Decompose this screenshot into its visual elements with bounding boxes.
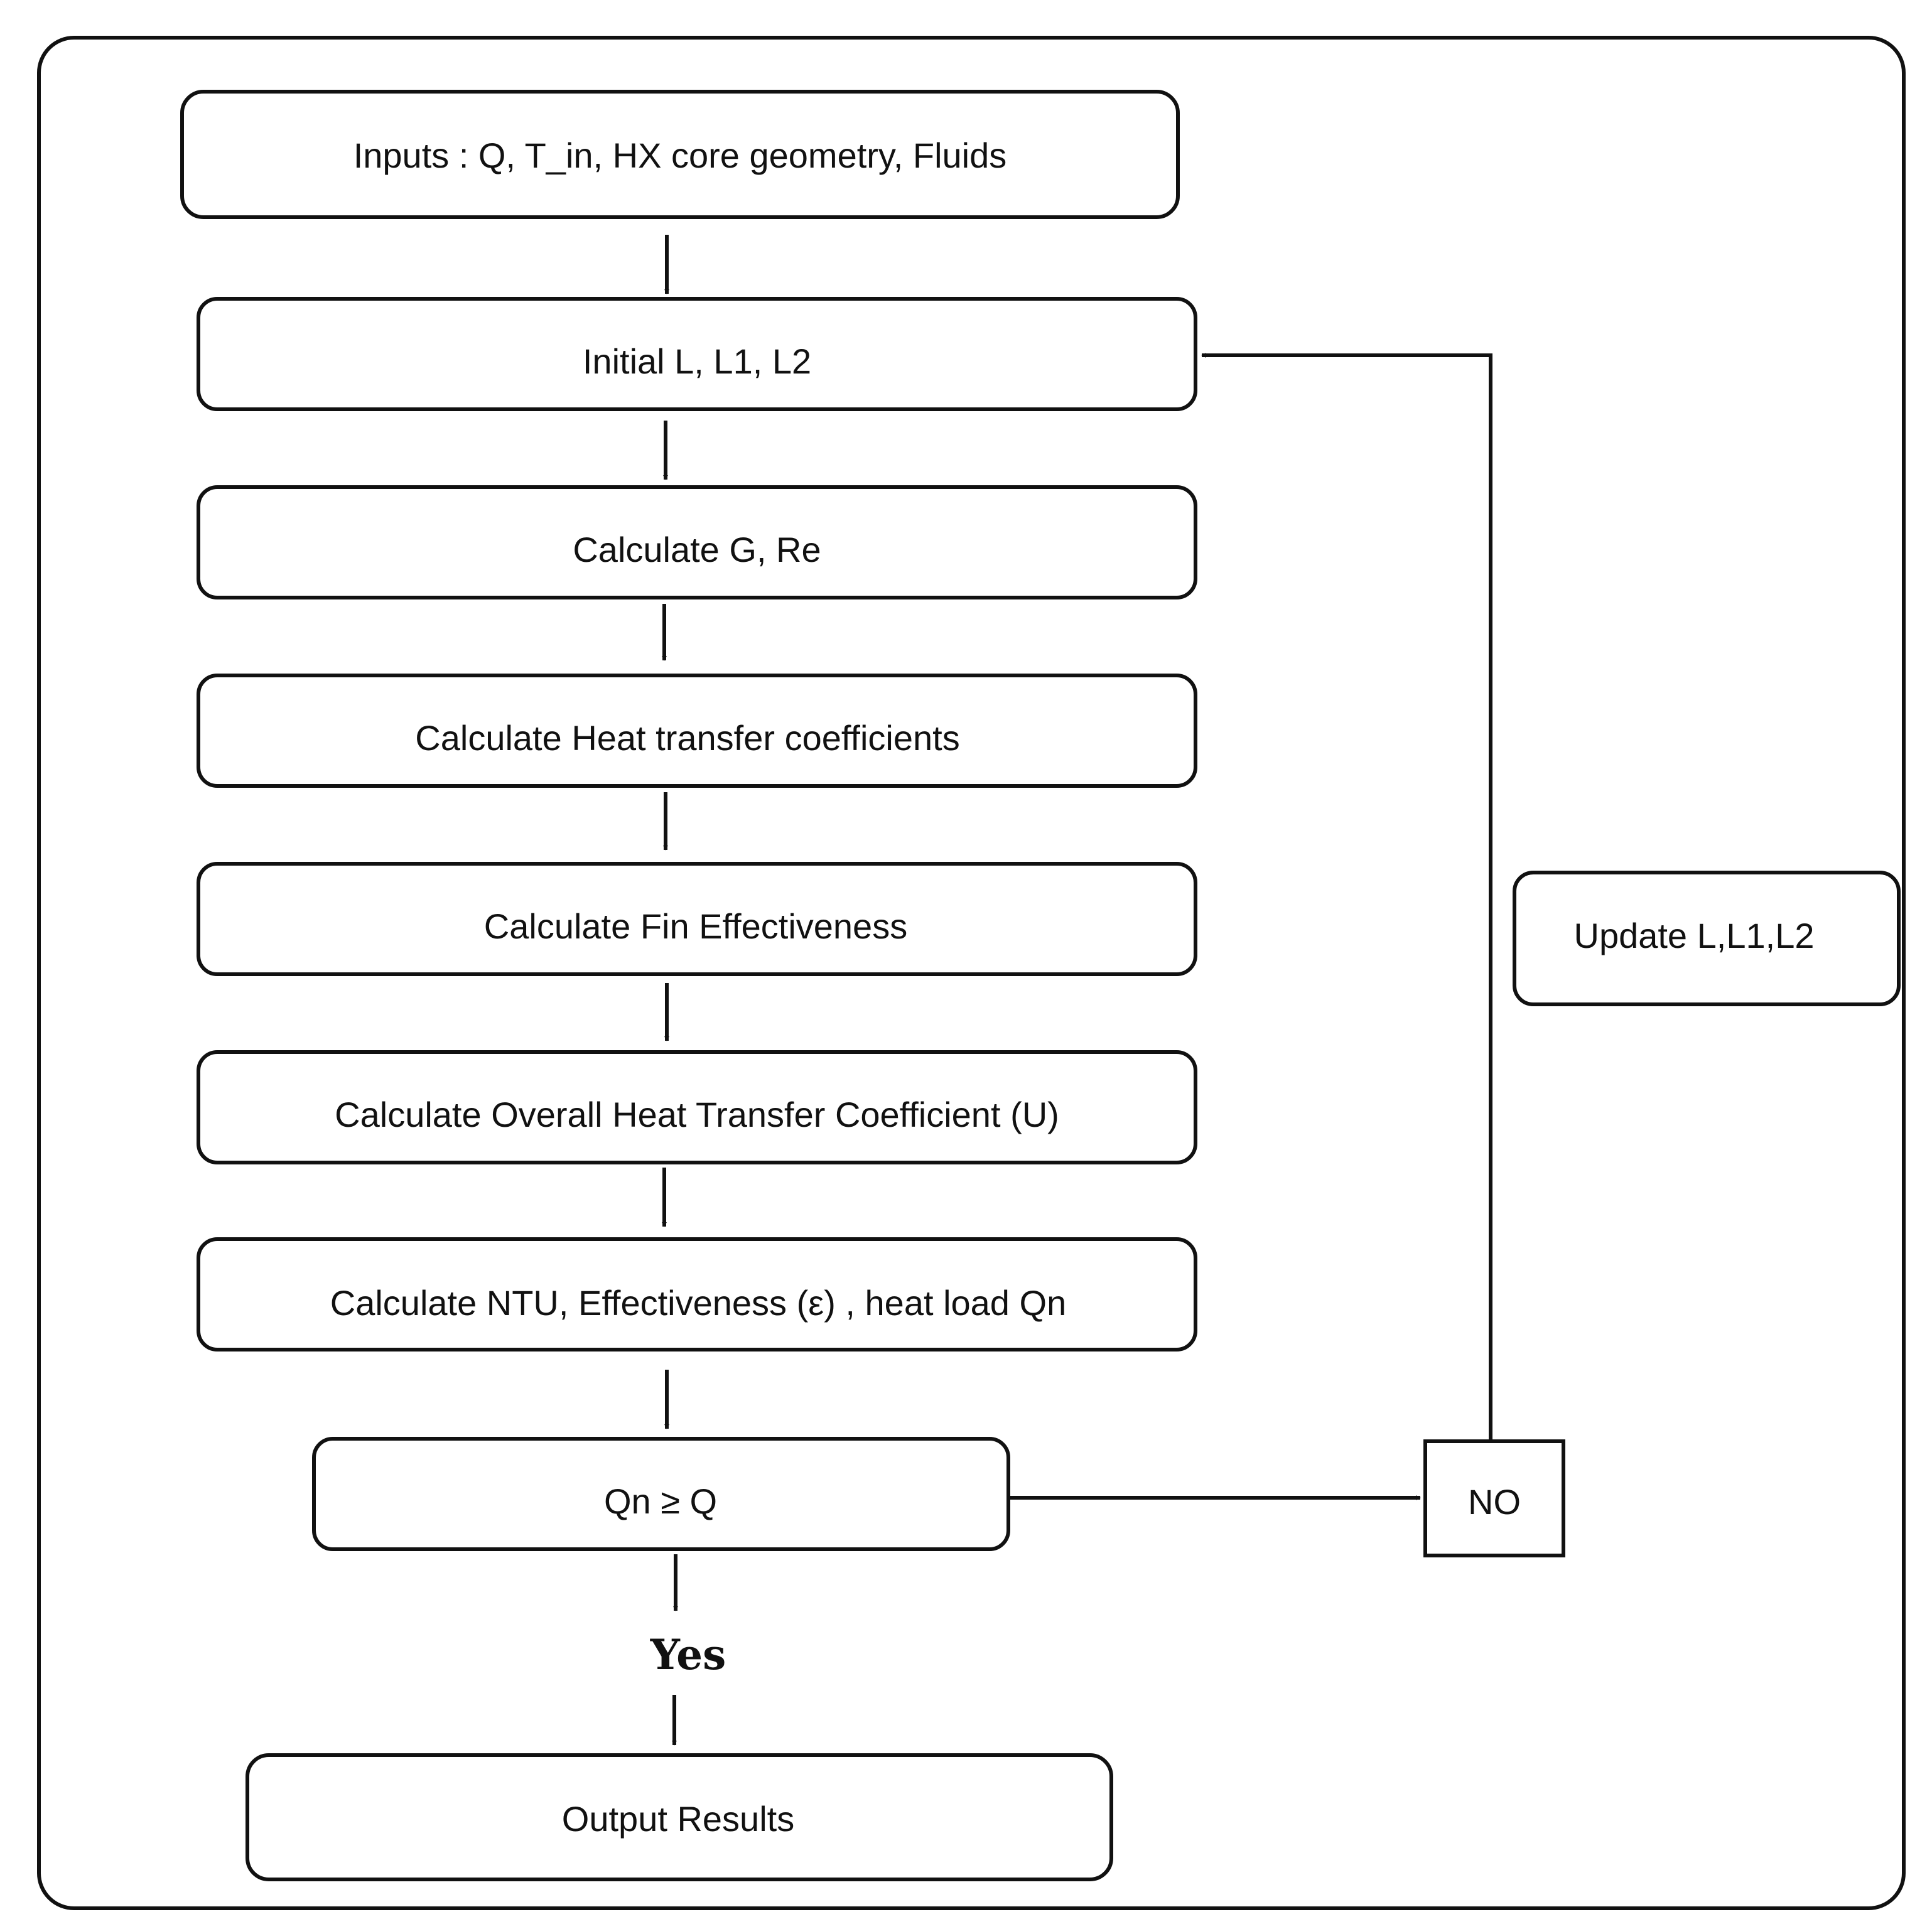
outer-frame — [37, 36, 1906, 1910]
output-node: Output Results — [246, 1753, 1113, 1881]
calc-u-node: Calculate Overall Heat Transfer Coeffici… — [197, 1050, 1197, 1164]
calc-fin-node: Calculate Fin Effectiveness — [197, 862, 1197, 976]
decision-node: Qn ≥ Q — [312, 1437, 1010, 1551]
calc-u-label: Calculate Overall Heat Transfer Coeffici… — [335, 1095, 1059, 1134]
inputs-label: Inputs : Q, T_in, HX core geometry, Flui… — [353, 136, 1007, 175]
no-node: NO — [1423, 1439, 1565, 1557]
decision-label: Qn ≥ Q — [604, 1481, 717, 1521]
no-label: NO — [1468, 1482, 1521, 1522]
calc-g-re-node: Calculate G, Re — [197, 485, 1197, 599]
calc-g-re-label: Calculate G, Re — [573, 530, 821, 569]
update-node: Update L,L1,L2 — [1513, 871, 1901, 1006]
yes-label: Yes — [650, 1630, 726, 1679]
initial-node: Initial L, L1, L2 — [197, 297, 1197, 411]
calc-htc-node: Calculate Heat transfer coefficients — [197, 674, 1197, 788]
initial-label: Initial L, L1, L2 — [583, 341, 811, 381]
inputs-node: Inputs : Q, T_in, HX core geometry, Flui… — [180, 90, 1180, 219]
output-label: Output Results — [562, 1799, 794, 1839]
calc-fin-label: Calculate Fin Effectiveness — [484, 906, 907, 946]
calc-htc-label: Calculate Heat transfer coefficients — [415, 718, 959, 758]
calc-ntu-label: Calculate NTU, Effectiveness (ε) , heat … — [330, 1283, 1066, 1323]
update-label: Update L,L1,L2 — [1574, 916, 1815, 955]
calc-ntu-node: Calculate NTU, Effectiveness (ε) , heat … — [197, 1237, 1197, 1351]
arrow-no-to-initial — [1201, 353, 1492, 1441]
